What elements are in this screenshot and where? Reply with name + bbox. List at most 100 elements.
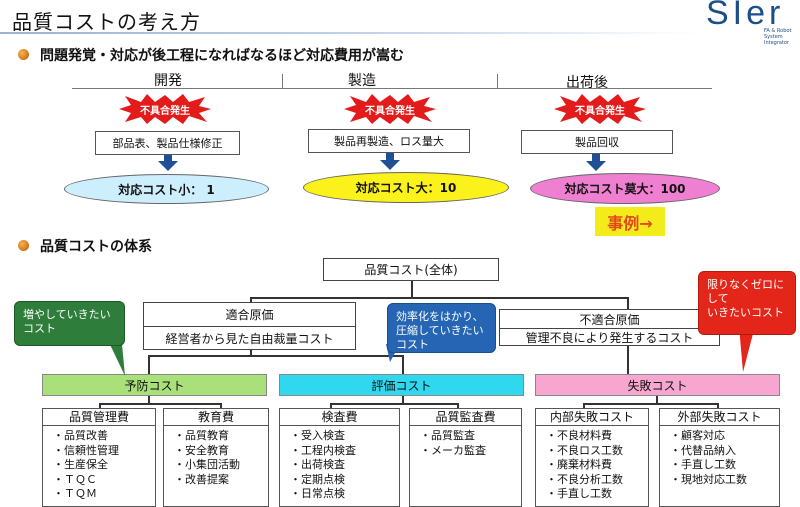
stage-header-mfg: 製造 [348,73,376,89]
leaf-external-failure: 外部失敗コスト 顧客対応 代替品納入 手直し工数 現地対応工数 [659,408,780,507]
leaf-qc-cost: 品質管理費 品質改善 信頼性管理 生産保全 ＴＱＣ ＴＱＭ [42,408,156,507]
connector-line [627,297,629,309]
callout-increase: 増やしていきたい コスト [14,301,125,346]
leaf-audit-cost: 品質監査費 品質監査 メーカ監査 [409,408,522,507]
page-title: 品質コストの考え方 [12,10,201,34]
arrow-stem [592,154,600,161]
leaf-title: 内部失敗コスト [536,409,648,426]
defect-burst-label: 不具合発生 [575,106,625,117]
category-failure: 失敗コスト [535,374,780,396]
leaf-education-cost: 教育費 品質教育 安全教育 小集団活動 改善提案 [163,408,269,507]
stage-divider-line [72,88,712,89]
nonconformance-cost-desc: 管理不良により発生するコスト [499,328,720,346]
arrow-stem [386,153,394,160]
burst-icon [554,94,646,124]
stage-action-box: 製品再製造、ロス量大 [308,129,470,153]
leaf-item: 小集団活動 [174,458,268,473]
connector-line [330,403,332,408]
connector-line [330,403,458,405]
connector-line [250,350,252,355]
defect-burst-label: 不具合発生 [140,106,190,117]
leaf-internal-failure: 内部失敗コスト 不良材料費 不良ロス工数 廃棄材料費 不良分析工数 手直し工数 [535,408,649,507]
connector-line [402,396,404,403]
nonconformance-cost-title: 不適合原価 [499,309,720,328]
leaf-item: 不良ロス工数 [546,444,648,459]
leaf-item: 品質改善 [53,429,155,444]
burst-icon [119,94,211,124]
leaf-item: 工程内検査 [290,444,399,459]
leaf-item: 手直し工数 [546,487,648,502]
leaf-item: 信頼性管理 [53,444,155,459]
leaf-title: 品質監査費 [410,409,521,426]
connector-line [148,355,403,357]
connector-line [148,355,150,374]
connector-line [402,355,404,374]
connector-line [148,396,150,403]
section2-heading: 品質コストの体系 [40,239,152,255]
connector-line [656,396,658,403]
arrow-stem [164,155,172,161]
connector-line [99,403,101,408]
leaf-title: 品質管理費 [43,409,155,426]
stage-action-box: 部品表、製品仕様修正 [95,131,240,155]
connector-line [250,297,252,302]
stage-header-shipped: 出荷後 [566,75,608,91]
leaf-item: メーカ監査 [420,444,521,459]
down-arrow-icon [586,161,606,171]
connector-line [717,403,719,408]
leaf-item: ＴＱＭ [53,487,155,502]
connector-line [457,403,459,408]
leaf-title: 検査費 [280,409,399,426]
leaf-item: 品質監査 [420,429,521,444]
cost-ellipse: 対応コスト大：10 [303,172,509,203]
leaf-title: 教育費 [164,409,268,426]
category-prevention: 予防コスト [42,374,267,396]
leaf-item: 安全教育 [174,444,268,459]
down-arrow-icon [380,160,400,170]
leaf-item: 現地対応工数 [670,473,779,488]
connector-line [583,403,585,408]
logo-text: SIer [706,0,785,32]
leaf-item: 手直し工数 [670,458,779,473]
cost-ellipse: 対応コスト小： 1 [64,174,269,204]
connector-line [627,345,629,374]
company-logo: SIer FA & Robot System Integrator [702,0,798,46]
example-link[interactable]: 事例→ [595,207,665,236]
callout-eliminate: 限りなくゼロにして いきたいコスト [698,271,796,335]
conformance-cost-title: 適合原価 [143,302,356,326]
conformance-cost-desc: 経営者から見た自由裁量コスト [143,326,356,350]
leaf-item: 不良材料費 [546,429,648,444]
connector-line [583,403,718,405]
bullet-icon [18,240,29,251]
connector-line [220,403,222,408]
leaf-inspection-cost: 検査費 受入検査 工程内検査 出荷検査 定期点検 日常点検 [279,408,400,507]
connector-line [411,281,413,297]
section1-heading: 問題発覚・対応が後工程になればなるほど対応費用が嵩む [40,48,404,64]
bullet-icon [18,49,29,60]
leaf-item: 代替品納入 [670,444,779,459]
leaf-item: 品質教育 [174,429,268,444]
callout-reduce: 効率化をはかり、 圧縮していきたい コスト [387,303,496,353]
stage-divider-tick [497,74,498,88]
stage-header-dev: 開発 [154,73,182,89]
connector-line [99,403,221,405]
quality-cost-root: 品質コスト(全体) [323,258,499,281]
leaf-item: 受入検査 [290,429,399,444]
leaf-item: 生産保全 [53,458,155,473]
cost-ellipse: 対応コスト莫大：100 [530,173,720,204]
down-arrow-icon [158,161,178,171]
leaf-item: 出荷検査 [290,458,399,473]
stage-action-box: 製品回収 [521,130,673,154]
leaf-title: 外部失敗コスト [660,409,779,426]
leaf-item: 改善提案 [174,473,268,488]
stage-divider-tick [282,74,283,88]
callout-tail [739,326,755,372]
leaf-item: 日常点検 [290,487,399,502]
title-underline [0,32,700,34]
burst-icon [344,94,436,124]
leaf-item: 定期点検 [290,473,399,488]
connector-line [250,297,628,299]
category-appraisal: 評価コスト [279,374,524,396]
logo-subtitle: FA & Robot System Integrator [764,28,792,46]
defect-burst-label: 不具合発生 [365,106,415,117]
